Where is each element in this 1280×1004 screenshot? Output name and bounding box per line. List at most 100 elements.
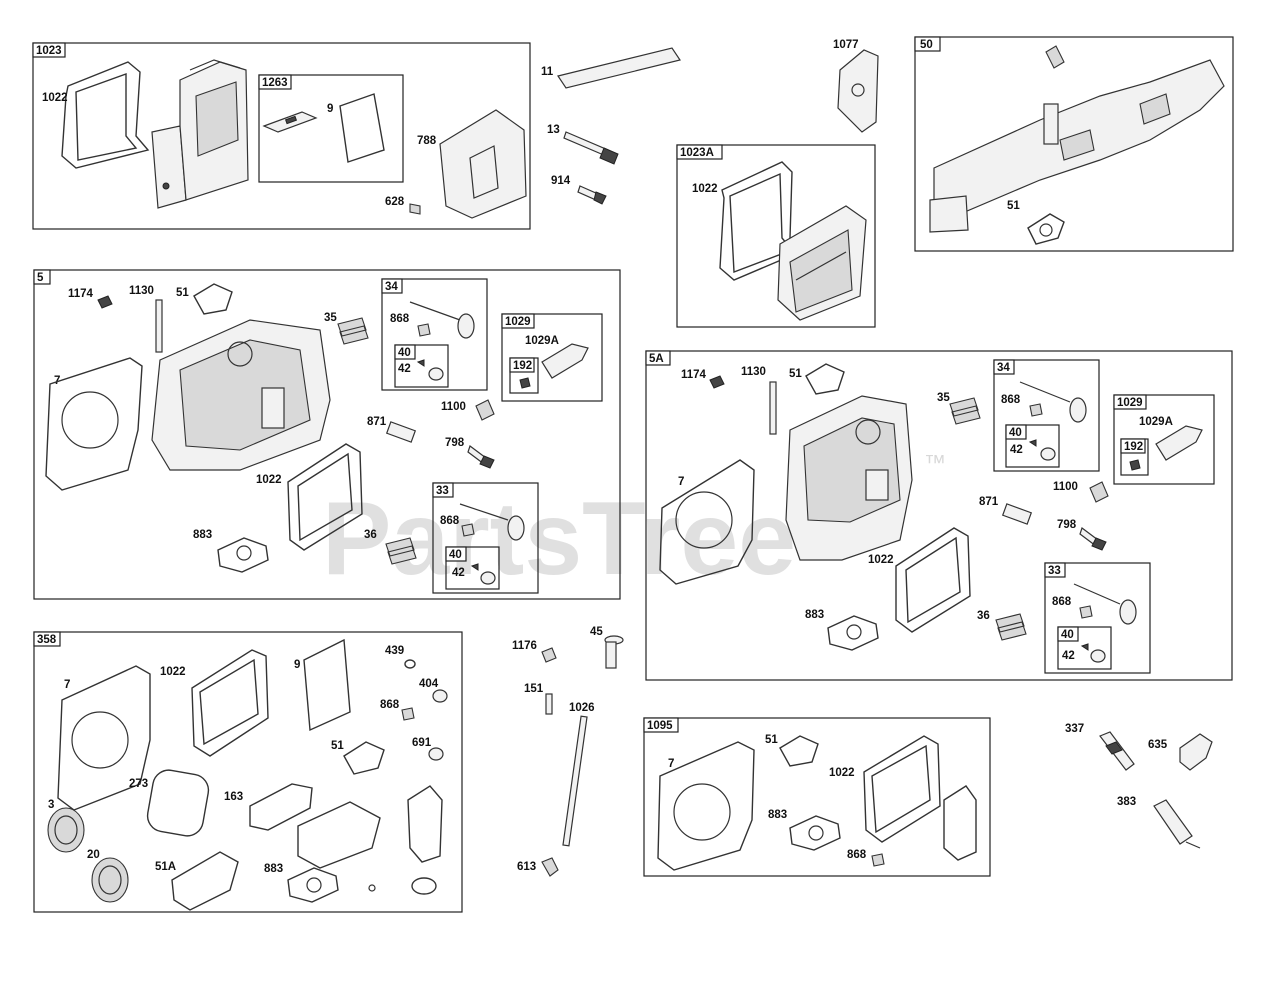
part-1176[interactable]: 1176 <box>512 640 557 663</box>
group-1029[interactable]: 1029 1029A 192 <box>1113 394 1215 485</box>
part-label[interactable]: 868 <box>847 849 867 861</box>
part-label[interactable]: 51 <box>176 287 189 299</box>
part-label[interactable]: 42 <box>452 567 465 579</box>
part-label[interactable]: 163 <box>224 791 243 803</box>
group-40[interactable]: 40 42 <box>1005 424 1060 468</box>
part-label[interactable]: 9 <box>294 659 300 671</box>
part-label[interactable]: 404 <box>419 678 439 690</box>
part-label[interactable]: 42 <box>398 363 411 375</box>
part-label[interactable]: 42 <box>1062 650 1075 662</box>
part-label[interactable]: 9 <box>327 103 333 115</box>
part-label[interactable]: 273 <box>129 778 148 790</box>
part-label[interactable]: 13 <box>547 124 560 136</box>
part-label[interactable]: 798 <box>1057 519 1077 531</box>
part-label[interactable]: 51 <box>331 740 344 752</box>
group-1023A[interactable]: 1023A 1022 <box>676 144 876 328</box>
part-label[interactable]: 51 <box>1007 200 1020 212</box>
part-label[interactable]: 45 <box>590 626 603 638</box>
part-label[interactable]: 868 <box>440 515 460 527</box>
part-label[interactable]: 1022 <box>829 767 855 779</box>
part-label[interactable]: 7 <box>678 476 684 488</box>
part-label[interactable]: 798 <box>445 437 465 449</box>
part-label[interactable]: 868 <box>390 313 410 325</box>
part-label[interactable]: 1022 <box>42 92 68 104</box>
part-11[interactable]: 11 <box>541 47 681 89</box>
part-label[interactable]: 1029A <box>1139 416 1173 428</box>
part-label[interactable]: 613 <box>517 861 536 873</box>
part-label[interactable]: 1176 <box>512 640 537 652</box>
part-635[interactable]: 635 <box>1148 733 1213 771</box>
part-label[interactable]: 883 <box>264 863 283 875</box>
part-label[interactable]: 1022 <box>256 474 282 486</box>
part-label[interactable]: 1100 <box>1053 481 1078 493</box>
group-33[interactable]: 33 868 40 42 <box>1044 562 1151 674</box>
group-34[interactable]: 34 868 40 42 <box>993 359 1100 472</box>
part-label[interactable]: 36 <box>364 529 377 541</box>
group-40[interactable]: 40 42 <box>1057 626 1112 670</box>
part-label[interactable]: 628 <box>385 196 405 208</box>
part-label[interactable]: 51 <box>789 368 802 380</box>
part-label[interactable]: 868 <box>380 699 400 711</box>
group-40[interactable]: 40 42 <box>394 344 449 388</box>
group-5A[interactable]: 5A 1174 1130 51 35 7 871 1100 798 1022 8… <box>645 350 1233 681</box>
group-50[interactable]: 50 51 <box>914 36 1234 252</box>
part-1026[interactable]: 1026 <box>562 702 595 847</box>
part-label[interactable]: 1174 <box>681 369 707 381</box>
part-label[interactable]: 3 <box>48 799 54 811</box>
group-358[interactable]: 358 7 1022 9 439 404 868 51 691 273 163 … <box>33 631 463 913</box>
part-label[interactable]: 1100 <box>441 401 466 413</box>
part-label[interactable]: 7 <box>668 758 674 770</box>
part-label[interactable]: 1022 <box>692 183 718 195</box>
group-34[interactable]: 34 868 40 42 <box>381 278 488 391</box>
part-label[interactable]: 914 <box>551 175 571 187</box>
part-337[interactable]: 337 <box>1065 723 1135 771</box>
part-label[interactable]: 36 <box>977 610 990 622</box>
group-192[interactable]: 192 <box>509 357 539 394</box>
part-label[interactable]: 20 <box>87 849 100 861</box>
part-label[interactable]: 11 <box>541 66 554 78</box>
group-5[interactable]: 5 1174 1130 51 35 7 871 1100 798 1022 88… <box>33 269 621 600</box>
part-label[interactable]: 383 <box>1117 796 1136 808</box>
part-label[interactable]: 1022 <box>160 666 186 678</box>
part-1077[interactable]: 1077 <box>833 39 879 133</box>
part-label[interactable]: 151 <box>524 683 544 695</box>
part-label[interactable]: 7 <box>64 679 70 691</box>
part-label[interactable]: 42 <box>1010 444 1023 456</box>
part-label[interactable]: 35 <box>324 312 337 324</box>
part-label[interactable]: 1022 <box>868 554 894 566</box>
part-label[interactable]: 883 <box>805 609 824 621</box>
part-label[interactable]: 1029A <box>525 335 559 347</box>
part-151[interactable]: 151 <box>524 683 553 715</box>
part-label[interactable]: 635 <box>1148 739 1168 751</box>
part-label[interactable]: 1130 <box>741 366 766 378</box>
part-label[interactable]: 871 <box>367 416 387 428</box>
part-label[interactable]: 439 <box>385 645 404 657</box>
part-label[interactable]: 1130 <box>129 285 154 297</box>
part-label[interactable]: 883 <box>768 809 787 821</box>
group-1029[interactable]: 1029 1029A 192 <box>501 313 603 402</box>
group-1023[interactable]: 1023 1022 1263 9 788 628 <box>32 42 531 230</box>
part-613[interactable]: 613 <box>517 857 559 877</box>
part-label[interactable]: 51A <box>155 861 176 873</box>
part-label[interactable]: 788 <box>417 135 437 147</box>
part-383[interactable]: 383 <box>1117 796 1201 849</box>
part-label[interactable]: 1174 <box>68 288 94 300</box>
part-label[interactable]: 868 <box>1001 394 1021 406</box>
part-label[interactable]: 35 <box>937 392 950 404</box>
part-label[interactable]: 1026 <box>569 702 595 714</box>
part-label[interactable]: 51 <box>765 734 778 746</box>
group-192[interactable]: 192 <box>1120 438 1149 476</box>
group-40[interactable]: 40 42 <box>445 546 500 590</box>
part-label[interactable]: 337 <box>1065 723 1084 735</box>
group-1263[interactable]: 1263 9 <box>258 74 404 183</box>
group-1095[interactable]: 1095 7 51 1022 883 868 <box>643 717 991 877</box>
part-45[interactable]: 45 <box>590 626 624 669</box>
group-33[interactable]: 33 868 40 42 <box>432 482 539 594</box>
part-label[interactable]: 868 <box>1052 596 1072 608</box>
part-label[interactable]: 1077 <box>833 39 859 51</box>
part-label[interactable]: 691 <box>412 737 432 749</box>
part-label[interactable]: 883 <box>193 529 212 541</box>
part-label[interactable]: 871 <box>979 496 999 508</box>
part-914[interactable]: 914 <box>551 175 607 205</box>
part-13[interactable]: 13 <box>547 124 619 165</box>
